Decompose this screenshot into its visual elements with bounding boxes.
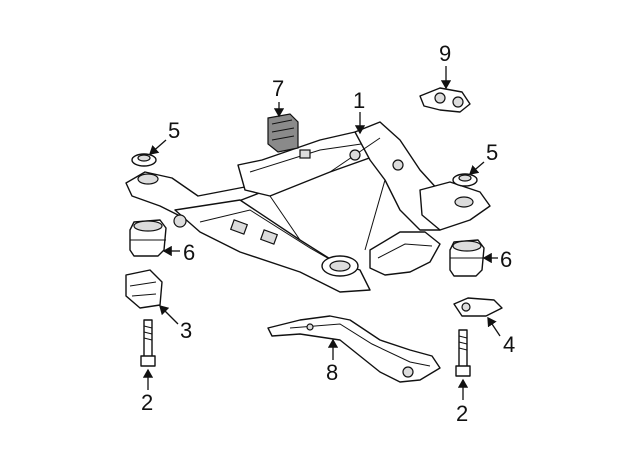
callout-6-left: 6: [183, 240, 196, 265]
brace-plate-8: [267, 315, 441, 383]
callout-3: 3: [180, 318, 193, 343]
bracket-4: [453, 297, 503, 317]
bracket-3: [125, 269, 163, 309]
callout-1: 1: [353, 88, 366, 113]
crossmember-subframe: [125, 121, 491, 293]
callout-2-right: 2: [456, 401, 469, 426]
callout-arrows: [142, 66, 501, 400]
washer-5-right: [452, 173, 478, 187]
washer-5-left: [131, 153, 157, 167]
mount-bracket-9: [419, 87, 471, 113]
callout-4: 4: [503, 332, 516, 357]
stopper-block: [267, 113, 299, 153]
bolt-2-left: [140, 319, 156, 367]
callout-5-right: 5: [486, 140, 499, 165]
bolt-2-right: [455, 329, 471, 377]
callout-7: 7: [272, 76, 285, 101]
callout-9: 9: [439, 41, 452, 66]
callout-5-left: 5: [168, 118, 181, 143]
callout-2-left: 2: [141, 390, 154, 415]
bushing-6-right: [449, 239, 485, 277]
bushing-6-left: [129, 219, 167, 257]
callout-8: 8: [326, 360, 339, 385]
callout-6-right: 6: [500, 247, 513, 272]
